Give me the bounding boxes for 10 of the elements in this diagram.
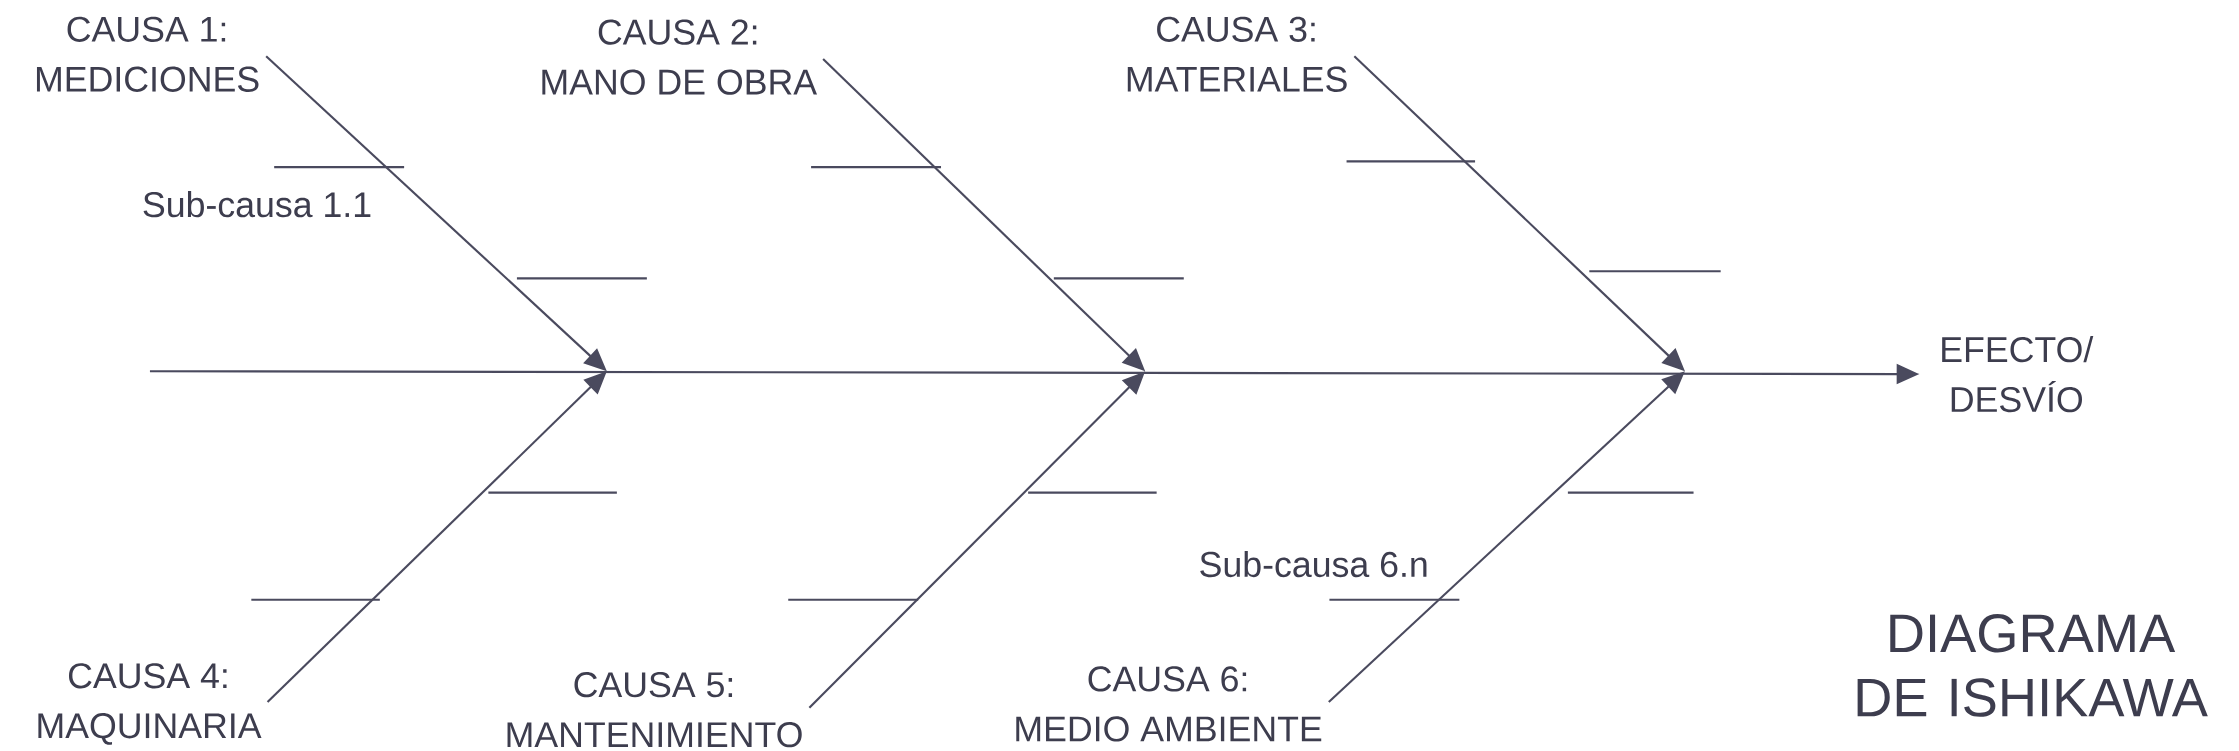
effect-label: EFECTO/ DESVÍO — [1942, 336, 2094, 413]
cause-label: CAUSA 6: MEDIO AMBIENTE — [1016, 666, 1322, 742]
cause-label: CAUSA 1: MEDICIONES — [36, 16, 259, 92]
cause-label: CAUSA 3: MATERIALES — [1127, 16, 1347, 92]
sub-cause-label: Sub-causa 1.1 — [143, 191, 371, 218]
cause-label: CAUSA 4: MAQUINARIA — [38, 663, 262, 745]
sub-cause-label: Sub-causa 6.n — [1200, 550, 1427, 578]
title: DIAGRAMA DE ISHIKAWA — [1857, 614, 2208, 717]
cause-label: CAUSA 5: MANTENIMIENTO — [507, 672, 802, 748]
cause-label: CAUSA 2: MANO DE OBRA — [542, 19, 817, 95]
